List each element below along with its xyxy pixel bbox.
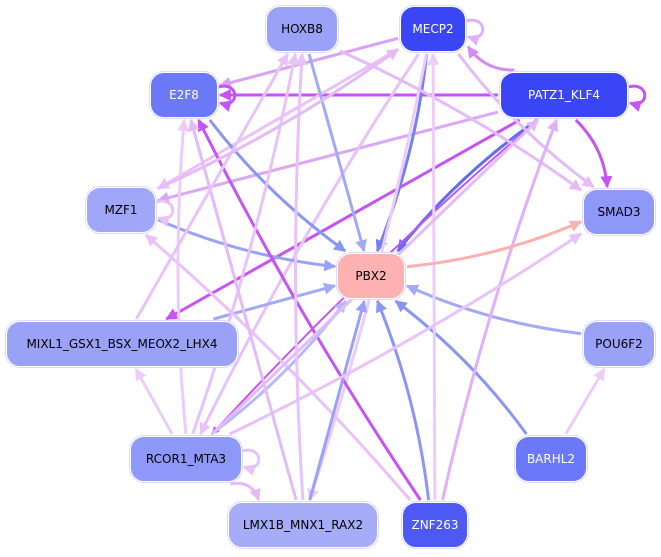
node-label: PATZ1_KLF4 (527, 88, 601, 102)
node-label: SMAD3 (597, 205, 641, 219)
edge-rcor1_mta3-to-lmx1b (230, 481, 261, 502)
edge-patz1_klf4-to-patz1_klf4 (627, 84, 647, 112)
node-label: E2F8 (169, 88, 199, 102)
node-e2f8[interactable]: E2F8 (150, 72, 218, 118)
edge-mecp2-to-e2f8 (218, 36, 399, 89)
edge-mixl1-to-hoxb8 (134, 52, 290, 320)
edge-patz1_klf4-to-mixl1 (165, 118, 521, 321)
edge-lmx1b-to-hoxb8 (294, 52, 308, 501)
node-label: MIXL1_GSX1_BSX_MEOX2_LHX4 (26, 337, 218, 351)
node-label: PBX2 (355, 269, 387, 283)
node-znf263[interactable]: ZNF263 (402, 502, 468, 548)
edge-rcor1_mta3-to-mixl1 (134, 367, 174, 435)
node-pbx2[interactable]: PBX2 (337, 253, 405, 299)
node-lmx1b[interactable]: LMX1B_MNX1_RAX2 (228, 502, 378, 548)
edge-mzf1-to-mzf1 (155, 199, 175, 227)
node-label: MZF1 (104, 203, 138, 217)
edge-e2f8-to-e2f8 (217, 84, 237, 112)
edge-pbx2-to-smad3 (406, 220, 583, 269)
edge-mzf1-to-mecp2 (157, 48, 399, 190)
edge-rcor1_mta3-to-hoxb8 (191, 52, 300, 435)
edge-pou6f2-to-pbx2 (405, 284, 582, 336)
edge-patz1_klf4-to-mecp2 (466, 45, 515, 72)
edge-barhl2-to-pbx2 (394, 299, 528, 435)
node-hoxb8[interactable]: HOXB8 (266, 6, 338, 52)
edge-lmx1b-to-e2f8 (187, 118, 298, 501)
edge-rcor1_mta3-to-e2f8 (176, 118, 190, 435)
node-smad3[interactable]: SMAD3 (583, 189, 655, 235)
edge-barhl2-to-pou6f2 (564, 367, 606, 435)
edge-mecp2-to-smad3 (457, 53, 595, 189)
edge-patz1_klf4-to-mzf1 (156, 110, 499, 204)
node-label: POU6F2 (595, 337, 643, 351)
node-barhl2[interactable]: BARHL2 (515, 436, 587, 482)
edge-znf263-to-mzf1 (144, 233, 412, 501)
edge-znf263-to-e2f8 (197, 118, 422, 501)
edge-znf263-to-mecp2 (427, 52, 440, 501)
edge-rcor1_mta3-to-smad3 (229, 232, 582, 436)
edge-znf263-to-pbx2 (375, 299, 431, 501)
node-label: LMX1B_MNX1_RAX2 (242, 518, 364, 532)
edge-mixl1-to-pbx2 (213, 282, 337, 321)
edge-rcor1_mta3-to-rcor1_mta3 (241, 448, 261, 476)
node-pou6f2[interactable]: POU6F2 (583, 321, 655, 367)
node-label: ZNF263 (411, 518, 459, 532)
node-mecp2[interactable]: MECP2 (400, 6, 466, 52)
node-patz1-klf4[interactable]: PATZ1_KLF4 (500, 72, 628, 118)
node-label: MECP2 (412, 22, 454, 36)
edge-patz1_klf4-to-smad3 (574, 118, 613, 189)
edges-layer (134, 18, 647, 502)
edge-mecp2-to-rcor1_mta3 (199, 53, 420, 436)
edge-znf263-to-patz1_klf4 (441, 118, 559, 501)
node-mixl1[interactable]: MIXL1_GSX1_BSX_MEOX2_LHX4 (6, 321, 238, 367)
node-rcor1-mta3[interactable]: RCOR1_MTA3 (130, 436, 242, 482)
node-mzf1[interactable]: MZF1 (86, 187, 156, 233)
edge-hoxb8-to-pbx2 (307, 53, 367, 253)
node-label: HOXB8 (281, 22, 323, 36)
edge-mecp2-to-mecp2 (465, 18, 485, 46)
node-label: BARHL2 (526, 452, 576, 466)
edge-lmx1b-to-pbx2 (308, 299, 368, 501)
node-label: RCOR1_MTA3 (145, 452, 227, 466)
edge-mecp2-to-mzf1 (156, 48, 399, 190)
edge-e2f8-to-pbx2 (208, 119, 347, 253)
